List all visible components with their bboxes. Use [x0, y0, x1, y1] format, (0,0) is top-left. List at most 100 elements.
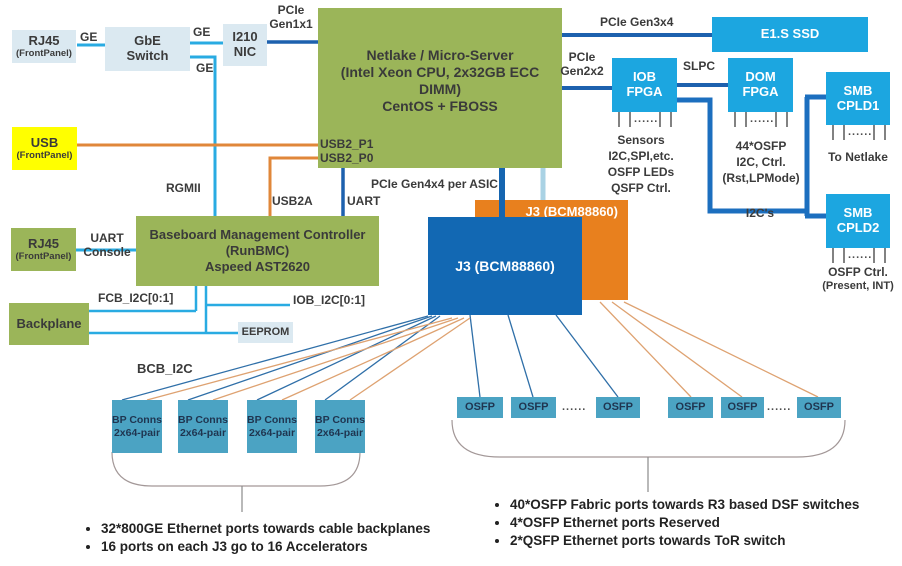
- gbe-switch-box: GbE Switch: [105, 27, 190, 71]
- rj45-bottom-subtitle: (FrontPanel): [15, 250, 72, 262]
- bp-conns-box-3: BP Conns 2x64-pair: [247, 400, 297, 453]
- cpld1-pins-dots: ......: [848, 126, 873, 138]
- ge-label-2: GE: [193, 25, 211, 39]
- iob-i2c-label: IOB_I2C[0:1]: [293, 293, 366, 307]
- bullet-item: 4*OSFP Ethernet ports Reserved: [510, 514, 902, 531]
- osfp-box-2: OSFP: [511, 397, 556, 418]
- osfp-box-1: OSFP: [457, 397, 503, 418]
- pcie-gen1x1-label: PCIe Gen1x1: [269, 3, 313, 31]
- dom-pins-dots: ......: [750, 113, 775, 125]
- bp-conns-line2: 2x64-pair: [179, 426, 227, 439]
- smb-cpld1-line2: CPLD1: [836, 97, 880, 113]
- slpc-label: SLPC: [683, 59, 716, 73]
- j3-orange-label: J3 (BCM88860): [525, 204, 619, 219]
- osfp-box-4: OSFP: [668, 397, 713, 418]
- pcie-gen2x2-label: PCIe Gen2x2: [560, 50, 604, 78]
- bp-conns-box-4: BP Conns 2x64-pair: [315, 400, 365, 453]
- bp-conns-box-1: BP Conns 2x64-pair: [112, 400, 162, 453]
- netlake-line2: (Intel Xeon CPU, 2x32GB ECC DIMM): [340, 64, 540, 97]
- orange-fanout-lines: [146, 301, 819, 401]
- e1s-ssd-box: E1.S SSD: [712, 17, 868, 52]
- netlake-server-box: Netlake / Micro-Server (Intel Xeon CPU, …: [318, 8, 562, 168]
- bp-conns-line1: BP Conns: [178, 414, 228, 427]
- osfp-label: OSFP: [675, 401, 706, 414]
- osfp-label: OSFP: [603, 401, 633, 414]
- i210-line1: I210: [232, 29, 258, 45]
- bp-conns-line1: BP Conns: [247, 414, 297, 427]
- j3-blue-label: J3 (BCM88860): [455, 258, 555, 274]
- gbe-switch-line2: Switch: [126, 48, 169, 63]
- fcb-i2c-label: FCB_I2C[0:1]: [98, 291, 174, 305]
- bp-conns-line1: BP Conns: [315, 414, 365, 427]
- dom-fpga-line1: DOM: [745, 69, 776, 85]
- usb2-p0-port-label: USB2_P0: [320, 151, 374, 165]
- cpld2-pins-dots: ......: [848, 249, 873, 261]
- netlake-line3: CentOS + FBOSS: [382, 98, 498, 114]
- usb-frontpanel-box: USB (FrontPanel): [12, 127, 77, 170]
- i210-nic-box: I210 NIC: [223, 24, 267, 66]
- smb-cpld2-box: SMB CPLD2: [826, 194, 890, 248]
- backplane-label: Backplane: [16, 315, 82, 331]
- bp-conns-line2: 2x64-pair: [316, 426, 364, 439]
- smb-cpld1-line1: SMB: [843, 82, 873, 98]
- dom-fpga-box: DOM FPGA: [728, 58, 793, 112]
- bp-conns-line1: BP Conns: [112, 414, 162, 427]
- usb2a-label: USB2A: [272, 194, 313, 208]
- osfp-box-3: OSFP: [596, 397, 640, 418]
- rj45-frontpanel-bottom-box: RJ45 (FrontPanel): [11, 228, 76, 271]
- eeprom-label: EEPROM: [241, 326, 290, 339]
- uart-label: UART: [347, 194, 381, 208]
- osfp-left-dots: ......: [562, 401, 587, 413]
- uart-console-label: UART Console: [83, 231, 131, 259]
- osfp-label: OSFP: [465, 401, 495, 414]
- bmc-line3: Aspeed AST2620: [204, 259, 310, 274]
- rj45-top-subtitle: (FrontPanel): [16, 47, 72, 59]
- osfp-label: OSFP: [804, 401, 834, 414]
- smb-cpld2-line2: CPLD2: [836, 220, 880, 235]
- bmc-box: Baseboard Management Controller (RunBMC)…: [136, 216, 379, 286]
- bmc-line1: Baseboard Management Controller: [149, 227, 366, 242]
- gbe-switch-line1: GbE: [134, 33, 161, 49]
- usb-title: USB: [30, 134, 59, 150]
- iob-fpga-box: IOB FPGA: [612, 58, 677, 112]
- bullet-item: 32*800GE Ethernet ports towards cable ba…: [101, 520, 521, 537]
- pcie-gen4x4-label: PCIe Gen4x4 per ASIC: [371, 177, 498, 191]
- bullet-item: 2*QSFP Ethernet ports towards ToR switch: [510, 532, 902, 549]
- e1s-ssd-label: E1.S SSD: [760, 26, 820, 42]
- bullet-item: 16 ports on each J3 go to 16 Accelerator…: [101, 538, 521, 555]
- usb-subtitle: (FrontPanel): [16, 149, 73, 161]
- bp-conns-box-2: BP Conns 2x64-pair: [178, 400, 228, 453]
- left-bullet-list: 32*800GE Ethernet ports towards cable ba…: [83, 520, 521, 556]
- iob-pins-dots: ......: [634, 113, 659, 125]
- dom-fanout-note: 44*OSFP I2C, Ctrl. (Rst,LPMode): [722, 139, 800, 185]
- osfp-label: OSFP: [518, 401, 549, 414]
- rj45-bottom-title: RJ45: [27, 235, 60, 251]
- rj45-frontpanel-top-box: RJ45 (FrontPanel): [12, 30, 76, 63]
- smb-cpld2-line1: SMB: [843, 205, 873, 221]
- blue-fanout-lines: [121, 314, 619, 401]
- osfp-label: OSFP: [727, 401, 758, 414]
- ge-label-3: GE: [196, 61, 214, 75]
- dom-fpga-line2: FPGA: [742, 84, 779, 99]
- pcie-gen3x4-label: PCIe Gen3x4: [600, 15, 674, 29]
- i210-line2: NIC: [233, 44, 257, 59]
- iob-fpga-line2: FPGA: [626, 84, 663, 99]
- osfp-right-dots: ......: [767, 401, 792, 413]
- usb2-p1-port-label: USB2_P1: [320, 137, 374, 151]
- osfp-box-5: OSFP: [721, 397, 764, 418]
- osfp-box-6: OSFP: [797, 397, 841, 418]
- bmc-line2: (RunBMC): [225, 243, 290, 258]
- backplane-box: Backplane: [9, 303, 89, 345]
- right-bullet-list: 40*OSFP Fabric ports towards R3 based DS…: [492, 496, 902, 550]
- bp-conns-line2: 2x64-pair: [113, 426, 161, 439]
- rj45-top-title: RJ45: [28, 32, 60, 48]
- bullet-item: 40*OSFP Fabric ports towards R3 based DS…: [510, 496, 902, 513]
- netlake-line1: Netlake / Micro-Server: [366, 47, 514, 63]
- bcb-i2c-label: BCB_I2C: [137, 361, 193, 376]
- rgmii-label: RGMII: [166, 181, 201, 195]
- ge-label-1: GE: [80, 30, 98, 44]
- cpld1-note: To Netlake: [828, 150, 888, 164]
- j3-asic-blue-box: J3 (BCM88860): [428, 217, 582, 315]
- iob-fpga-line1: IOB: [632, 69, 657, 85]
